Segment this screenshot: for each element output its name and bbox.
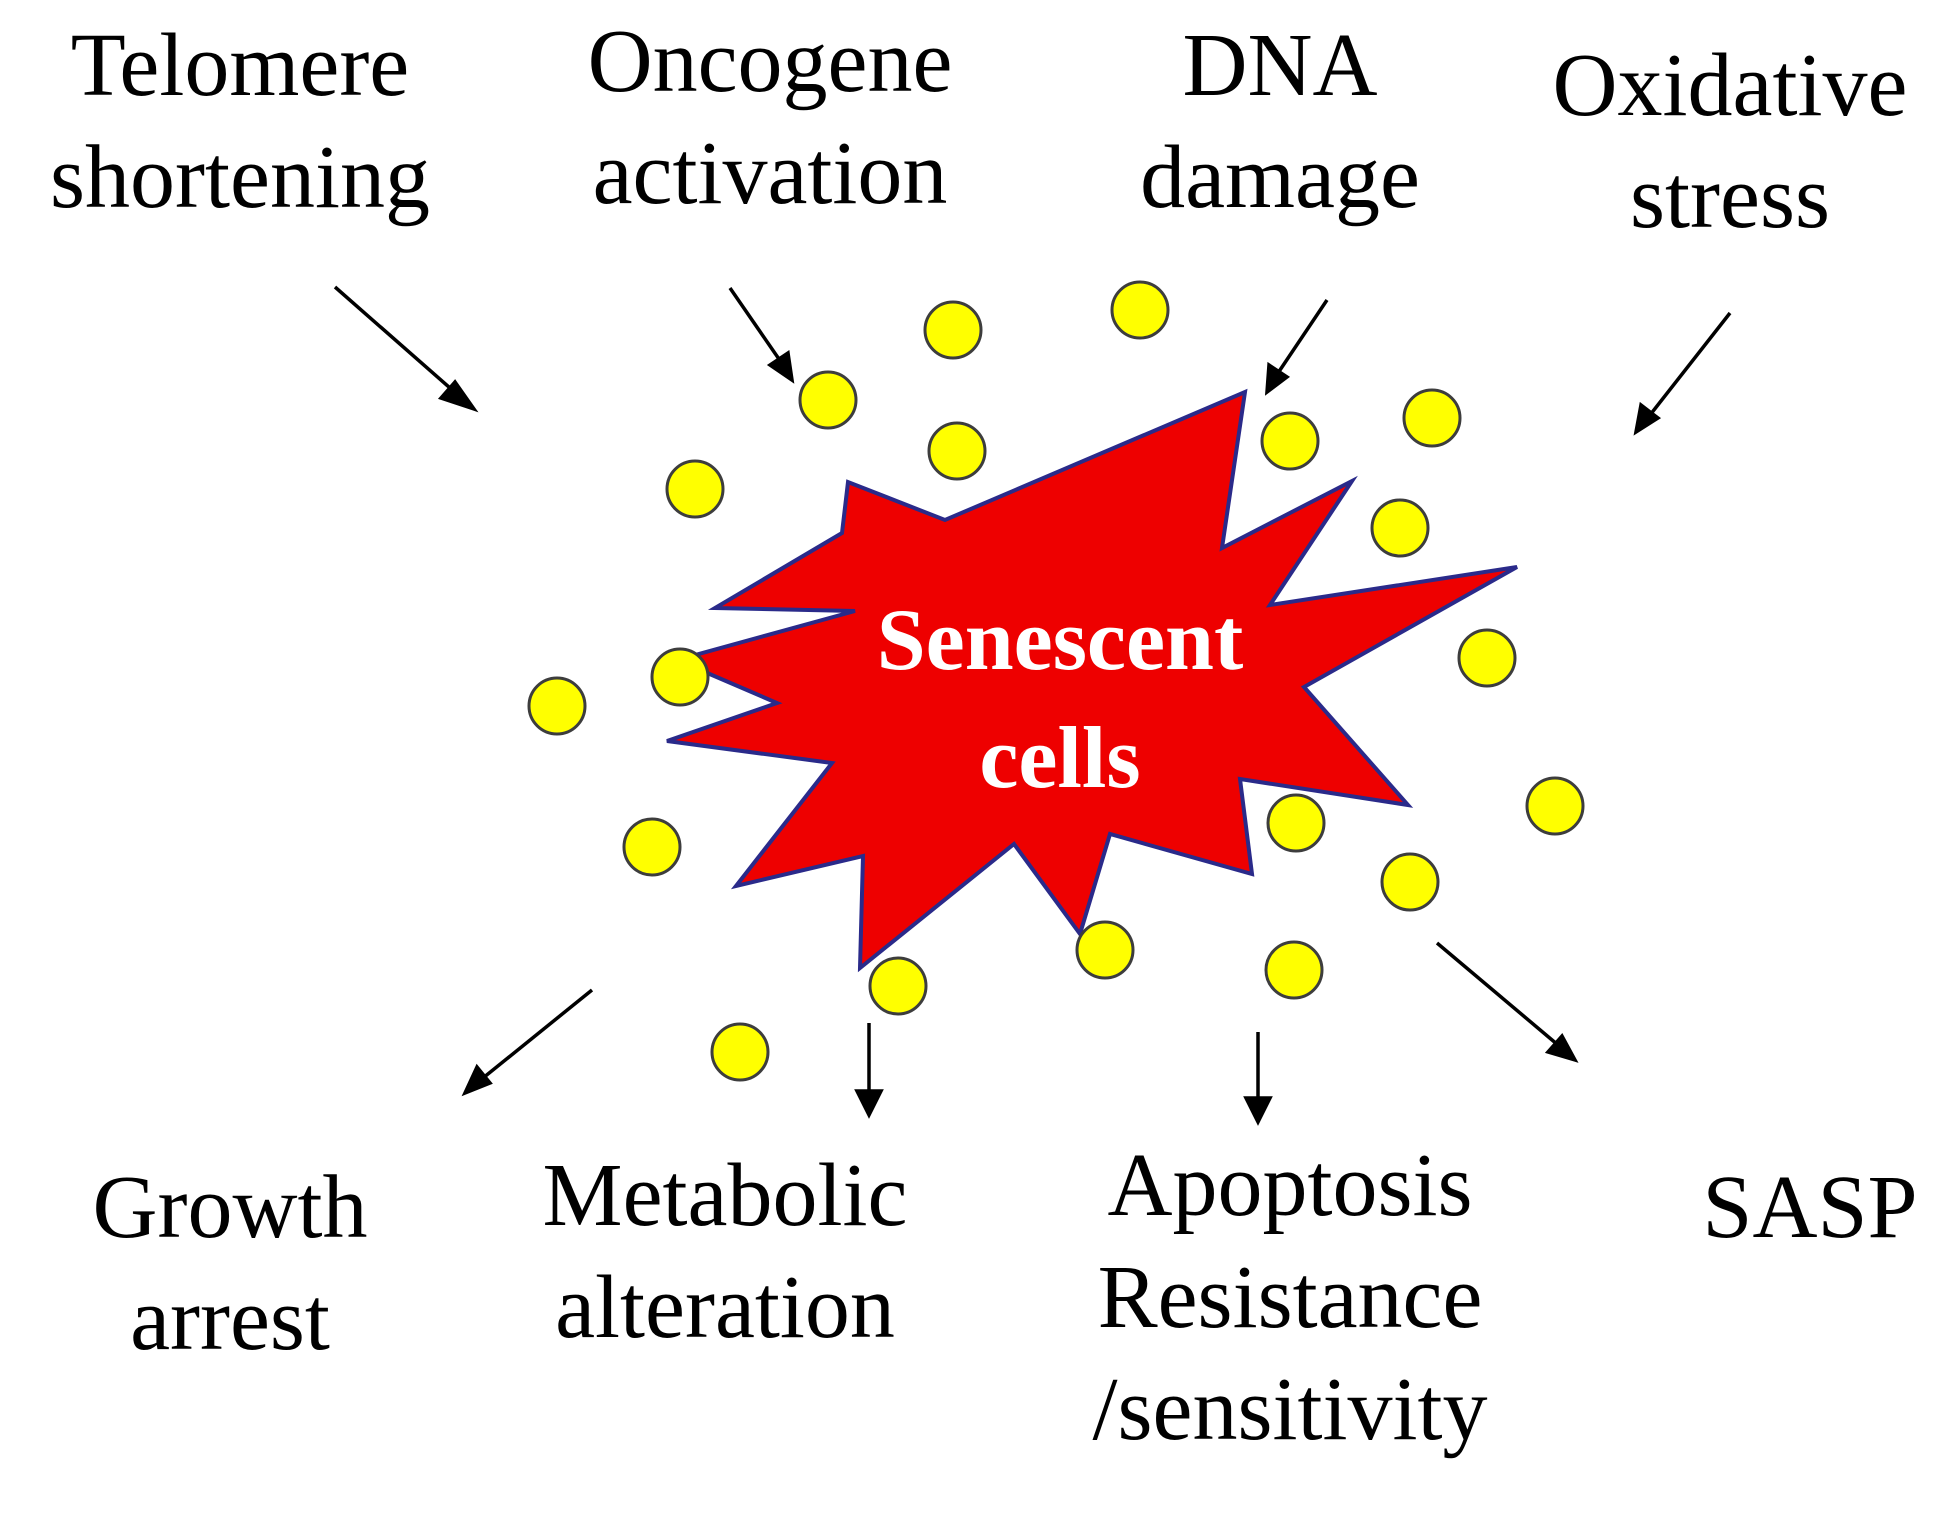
- arrow-cells-to-growth-arrest: [461, 988, 594, 1097]
- sasp-particle: [1370, 498, 1430, 558]
- arrow-oxidative-stress-to-cells: [1633, 311, 1732, 436]
- arrow-dna-damage-to-cells: [1264, 299, 1329, 396]
- sasp-particle: [1075, 920, 1135, 980]
- sasp-particle: [1264, 940, 1324, 1000]
- outcome-apoptosis-resistance: Apoptosis Resistance /sensitivity: [1092, 1136, 1488, 1459]
- center-label-line1: Senescent: [876, 592, 1244, 689]
- sasp-particle: [1380, 852, 1440, 912]
- sasp-particle: [868, 956, 928, 1016]
- sasp-particle: [1110, 280, 1170, 340]
- sasp-particle: [923, 300, 983, 360]
- inducer-dna-damage: DNA damage: [1140, 16, 1420, 227]
- sasp-particles: [527, 280, 1585, 1082]
- sasp-particle: [927, 421, 987, 481]
- sasp-particle: [710, 1022, 770, 1082]
- arrow-oncogene-to-cells: [728, 287, 795, 384]
- outcome-metabolic-alteration: Metabolic alteration: [542, 1146, 908, 1357]
- sasp-particle: [1402, 388, 1462, 448]
- outcome-growth-arrest: Growth arrest: [92, 1158, 368, 1369]
- sasp-particle: [1260, 411, 1320, 471]
- center-label-line2: cells: [979, 710, 1141, 807]
- senescent-cell-burst: [666, 388, 1518, 973]
- arrow-cells-to-metabolic-alteration: [854, 1023, 884, 1119]
- sasp-particle: [665, 459, 725, 519]
- sasp-particle: [1525, 776, 1585, 836]
- sasp-particle: [527, 676, 587, 736]
- sasp-particle: [622, 817, 682, 877]
- inducer-oxidative-stress: Oxidative stress: [1552, 36, 1908, 247]
- inducer-oncogene-activation: Oncogene activation: [587, 12, 953, 223]
- center-label: Senescent cells: [860, 582, 1260, 818]
- outcome-sasp: SASP: [1702, 1158, 1918, 1257]
- sasp-particle: [1457, 628, 1517, 688]
- inducer-telomere-shortening: Telomere shortening: [50, 16, 430, 227]
- sasp-particle: [650, 647, 710, 707]
- sasp-particle: [1266, 793, 1326, 853]
- arrow-telomere-to-cells: [333, 285, 479, 413]
- arrow-cells-to-apoptosis: [1243, 1032, 1273, 1126]
- arrow-cells-to-sasp: [1435, 941, 1579, 1063]
- sasp-particle: [798, 370, 858, 430]
